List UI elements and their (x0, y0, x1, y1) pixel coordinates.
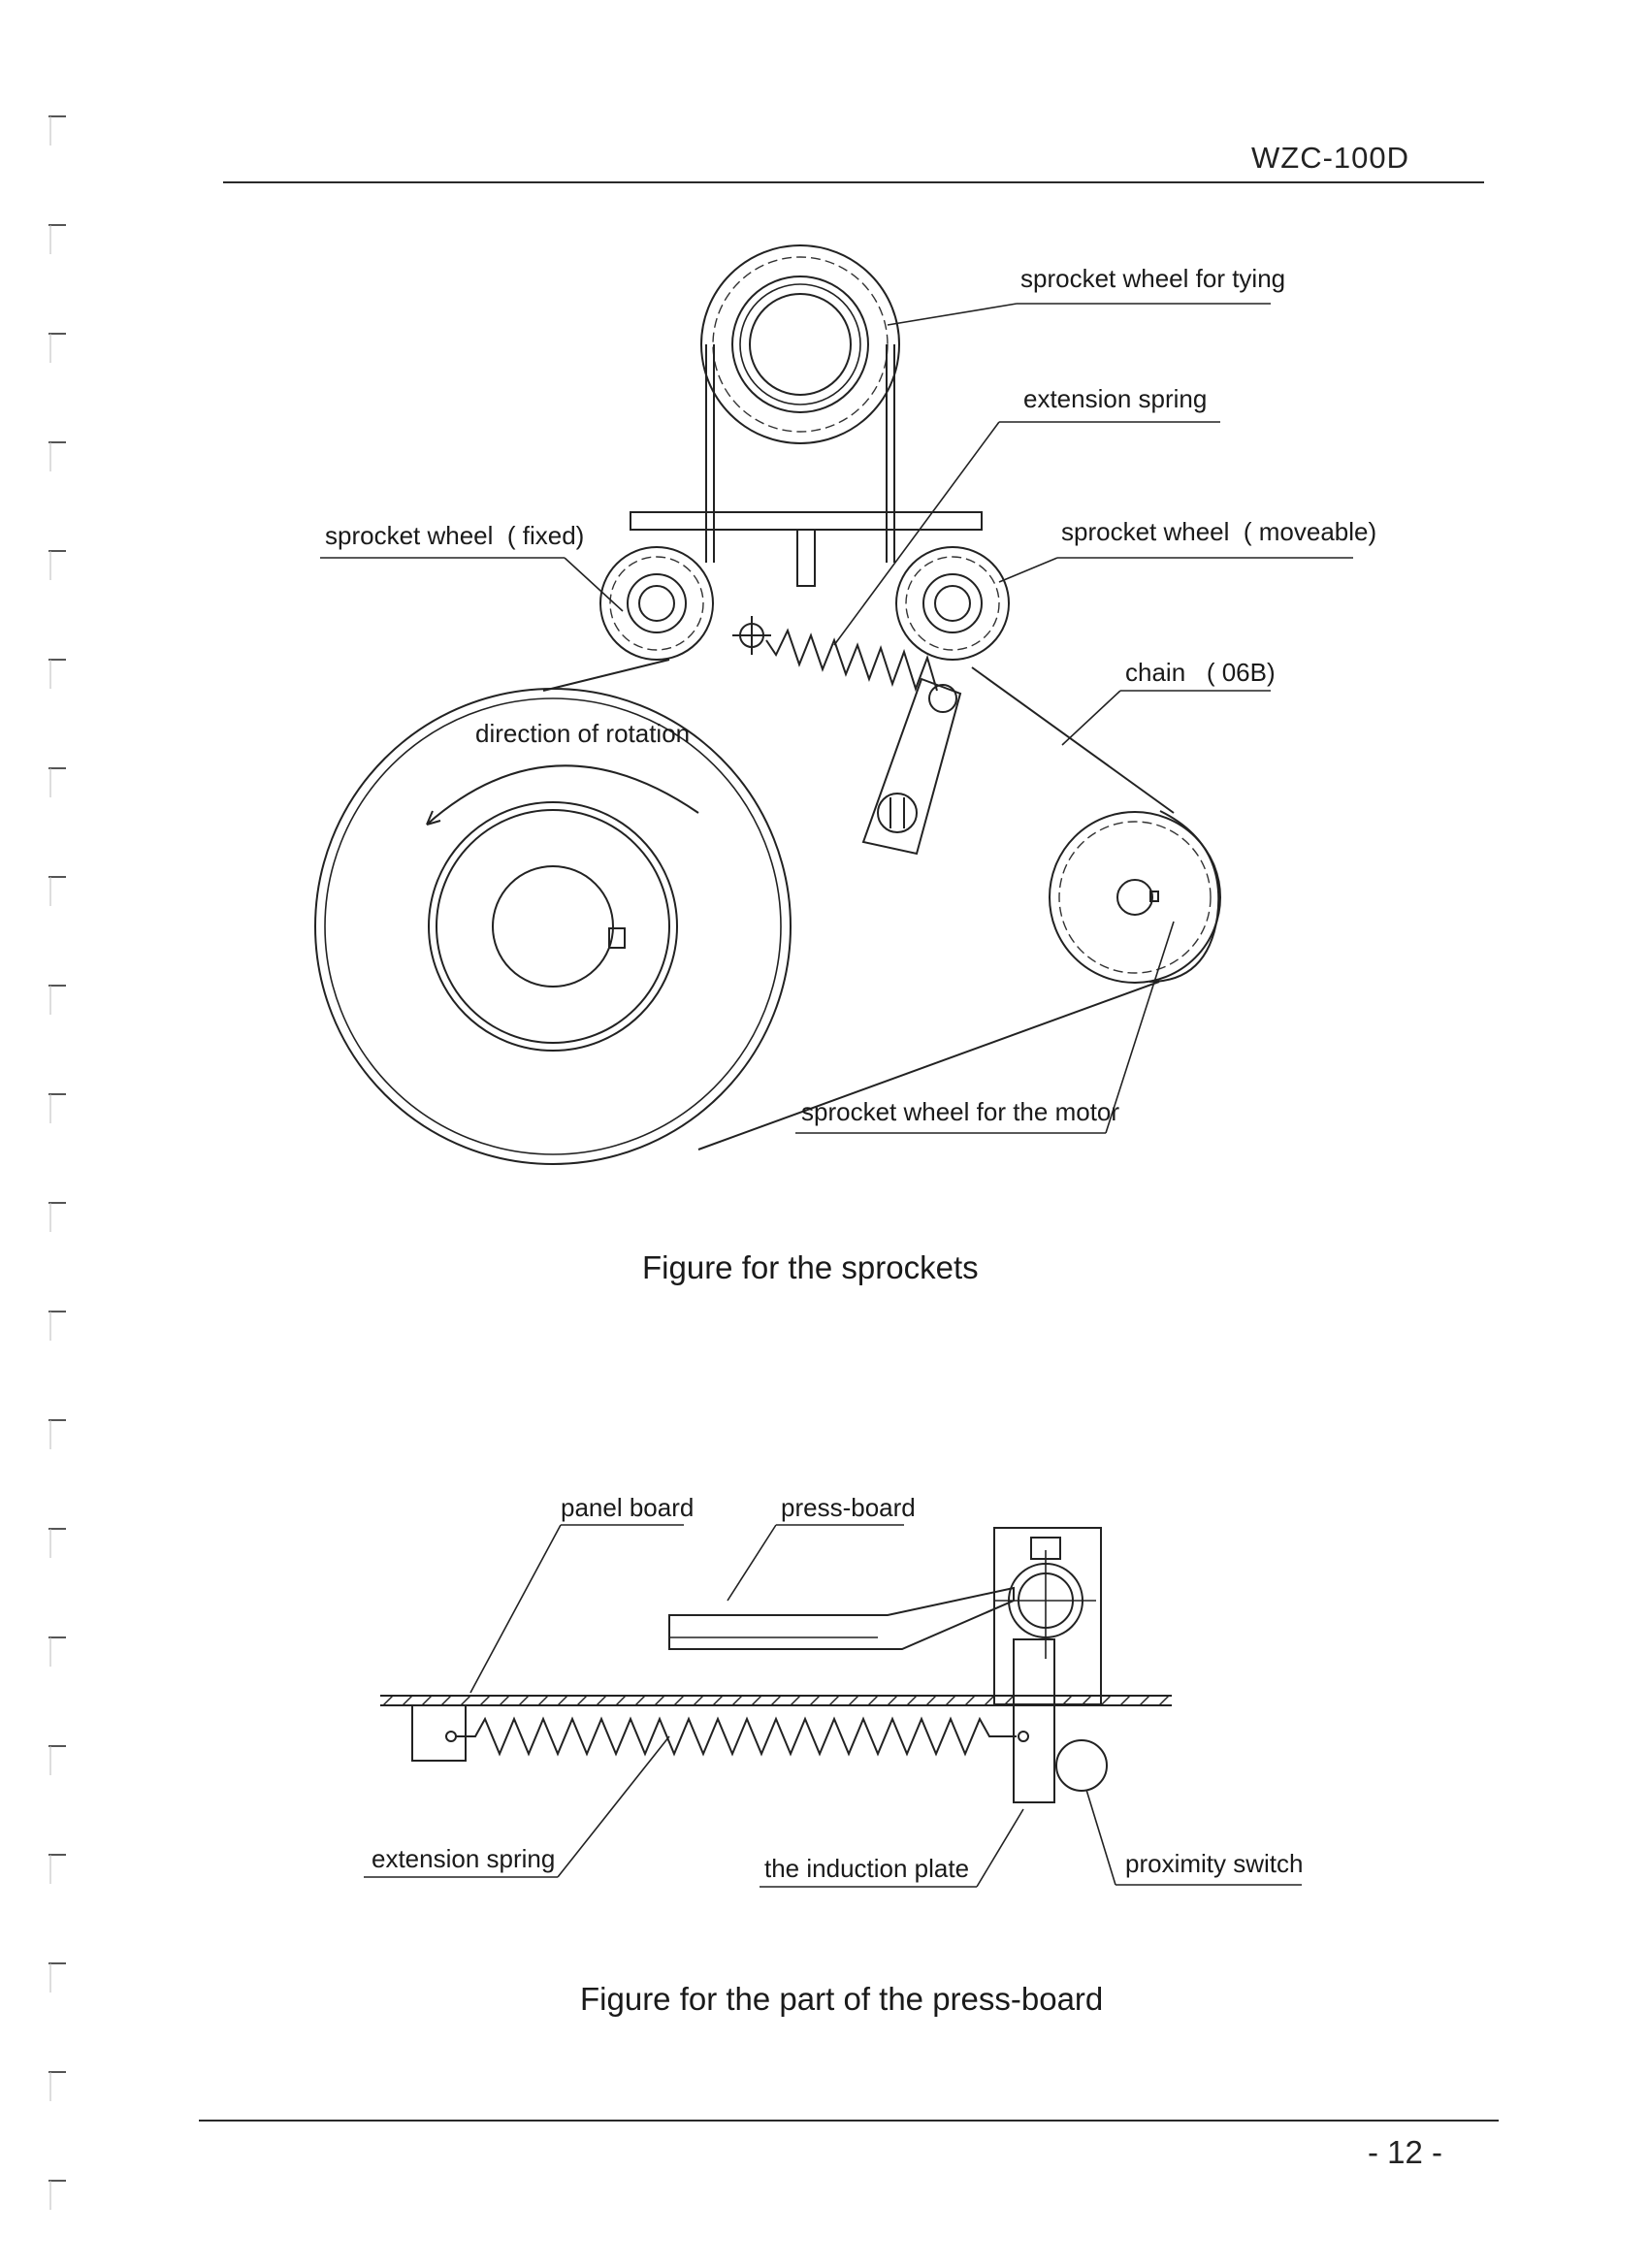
caption-sprockets: Figure for the sprockets (642, 1249, 979, 1285)
extension-spring-shape (765, 628, 938, 693)
footer-rule (199, 2120, 1499, 2122)
binder-margin-marks (48, 115, 66, 2210)
tensioner-arm (861, 677, 962, 856)
pb-extension-spring-shape (456, 1716, 1017, 1757)
label-extension-spring: extension spring (1023, 384, 1207, 413)
label-sprocket-motor: sprocket wheel for the motor (801, 1097, 1119, 1126)
motor-sprocket-shape (1049, 811, 1221, 984)
sprockets-diagram: sprocket wheel for tying extension sprin… (314, 244, 1376, 1285)
spring-anchor-bracket (411, 1704, 467, 1762)
pivot-nut (994, 1537, 1096, 1659)
pressboard-diagram: panel board press-board extension spring… (364, 1493, 1303, 2017)
header-rule (223, 181, 1484, 183)
sprocket-moveable-shape (895, 546, 1010, 661)
bracket-plate (630, 511, 983, 531)
bracket-post (796, 529, 816, 587)
document-code: WZC-100D (1251, 141, 1410, 175)
caption-pressboard: Figure for the part of the press-board (580, 1981, 1103, 2017)
chain-run-a (542, 659, 670, 692)
label-sprocket-tying: sprocket wheel for tying (1020, 264, 1285, 293)
label-chain: chain ( 06B) (1125, 658, 1276, 687)
label-induction-plate: the induction plate (764, 1854, 969, 1883)
chain-run-c (697, 981, 1160, 1150)
frame-box (993, 1527, 1102, 1705)
label-sprocket-fixed: sprocket wheel ( fixed) (325, 521, 584, 550)
driven-wheel-shape (314, 688, 792, 1165)
label-proximity-switch: proximity switch (1125, 1849, 1303, 1878)
label-direction-of-rotation: direction of rotation (475, 719, 690, 748)
sprocket-tying-shape (700, 244, 900, 444)
press-board-shape (668, 1586, 1015, 1650)
label-press-board: press-board (781, 1493, 916, 1522)
label-pb-extension-spring: extension spring (372, 1844, 555, 1873)
proximity-switch-shape (1055, 1739, 1108, 1792)
label-sprocket-moveable: sprocket wheel ( moveable) (1061, 517, 1376, 546)
chain-run-b (971, 666, 1175, 814)
label-panel-board: panel board (561, 1493, 694, 1522)
page-number: - 12 - (1368, 2134, 1443, 2170)
sprocket-fixed-shape (599, 546, 714, 661)
induction-plate-shape (1013, 1638, 1055, 1803)
